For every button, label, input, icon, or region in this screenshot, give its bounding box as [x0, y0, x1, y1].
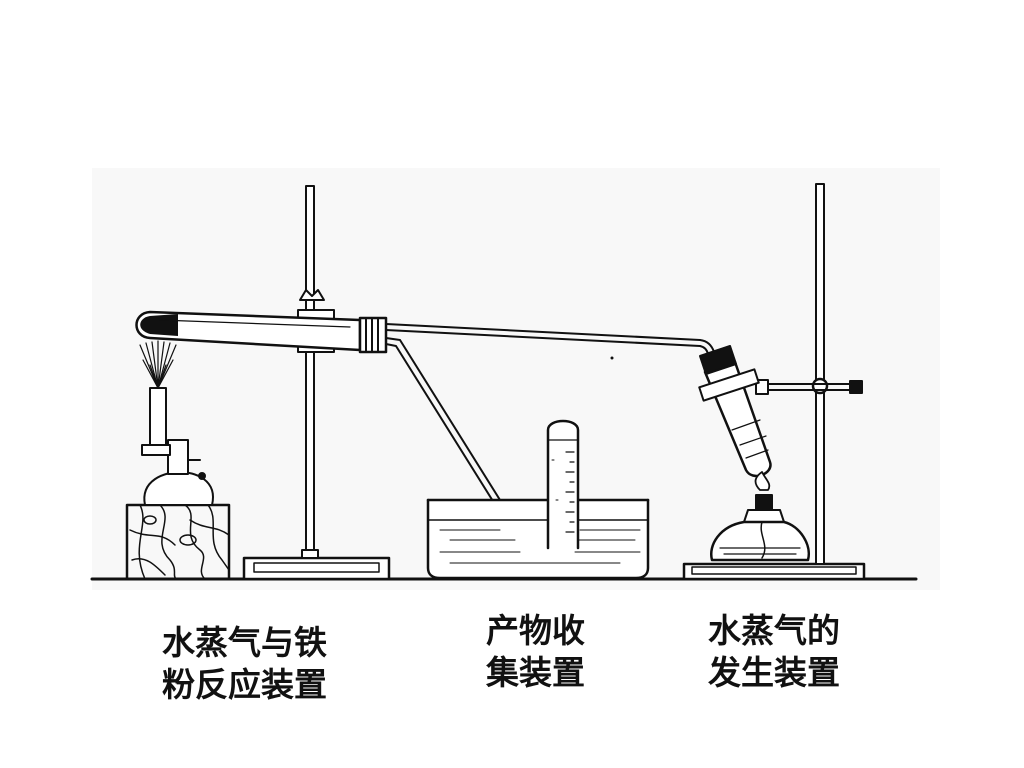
label-reaction-device: 水蒸气与铁 粉反应装置 — [162, 622, 327, 706]
label-reaction-line2: 粉反应装置 — [162, 665, 327, 704]
alcohol-lamp — [710, 471, 811, 562]
label-generator-line2: 发生装置 — [708, 653, 840, 692]
water-trough — [426, 498, 650, 580]
label-collection-device: 产物收 集装置 — [486, 610, 585, 694]
graduated-cylinder — [546, 419, 580, 550]
right-iron-stand — [682, 183, 866, 581]
dust-dot — [610, 356, 614, 360]
label-generator-line1: 水蒸气的 — [708, 611, 840, 650]
label-collection-line1: 产物收 — [486, 611, 585, 650]
label-generator-device: 水蒸气的 发生装置 — [708, 610, 840, 694]
blast-lamp — [141, 387, 214, 506]
blast-flame — [139, 340, 177, 389]
label-collection-line2: 集装置 — [486, 653, 585, 692]
wooden-block — [125, 503, 231, 581]
reaction-tube — [135, 310, 388, 354]
label-reaction-line1: 水蒸气与铁 — [162, 623, 327, 662]
